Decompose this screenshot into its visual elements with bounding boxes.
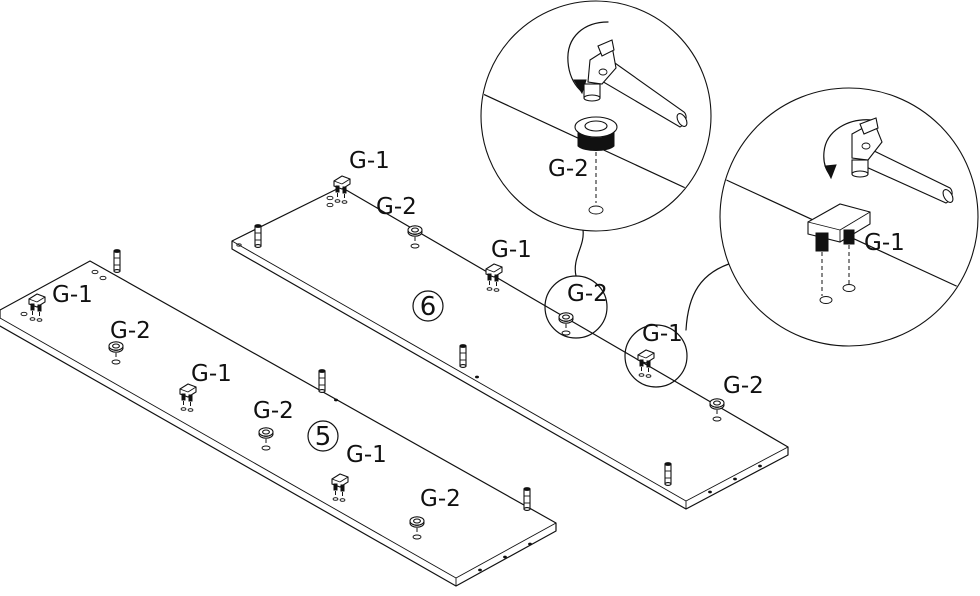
cam-lock-fitting-icon <box>407 225 423 249</box>
detail-g2: G-2 <box>480 0 712 232</box>
panel-6-label-g1: G-1 <box>491 237 532 263</box>
panel-5-label-g1: G-1 <box>191 361 232 387</box>
callout-circle-g1 <box>624 324 688 388</box>
panel-5: 5 G-1 G-2 G-1 G-2 G-1 G-2 <box>0 249 557 587</box>
panel-5-number-circle <box>307 420 339 452</box>
panel-6-label-g2: G-2 <box>376 194 417 220</box>
leader-line-g2 <box>574 229 584 277</box>
panel-5-label-g1: G-1 <box>52 282 93 308</box>
detail-g1-label: G-1 <box>864 230 905 256</box>
cam-lock-fitting-icon <box>108 341 124 365</box>
rotate-arrow-icon <box>567 21 609 91</box>
panel-6-number: 6 <box>420 292 437 322</box>
leader-line-g1 <box>685 261 736 331</box>
cam-bolt-icon <box>179 383 197 412</box>
dowel-pin-icon <box>523 487 531 511</box>
panel-6-label-g2: G-2 <box>567 281 608 307</box>
panel-5-number: 5 <box>315 422 332 452</box>
cam-bolt-icon <box>485 263 503 292</box>
dowel-pin-icon <box>254 224 262 248</box>
dowel-pin-icon <box>318 369 326 393</box>
panel-5-label-g2: G-2 <box>420 486 461 512</box>
panel-6-label-g1: G-1 <box>349 148 390 174</box>
cam-bolt-icon <box>331 473 349 502</box>
panel-6-board <box>231 186 789 510</box>
cam-bolt-icon <box>28 293 46 322</box>
dowel-pin-icon <box>664 462 672 486</box>
dowel-pin-icon <box>113 249 121 273</box>
panel-6-label-g1: G-1 <box>642 321 683 347</box>
panel-5-label-g2: G-2 <box>253 398 294 424</box>
cam-bolt-icon <box>637 349 655 378</box>
panel-6-label-g2: G-2 <box>723 373 764 399</box>
cam-lock-fitting-icon <box>258 427 274 451</box>
cam-bolt-icon <box>333 175 351 204</box>
detail-g1: G-1 <box>719 87 979 347</box>
panel-5-label-g2: G-2 <box>110 318 151 344</box>
cam-lock-fitting-icon <box>409 516 425 540</box>
detail-callouts <box>544 229 736 388</box>
dowel-pin-icon <box>459 344 467 368</box>
detail-g2-label: G-2 <box>548 156 589 182</box>
cam-lock-fitting-icon <box>709 398 725 422</box>
cam-lock-fitting-icon <box>558 312 574 336</box>
panel-6-number-circle <box>412 290 444 322</box>
panel-5-label-g1: G-1 <box>346 442 387 468</box>
panel-6: 6 G-1 G-2 G-1 G-2 G-1 G-2 <box>231 148 789 510</box>
